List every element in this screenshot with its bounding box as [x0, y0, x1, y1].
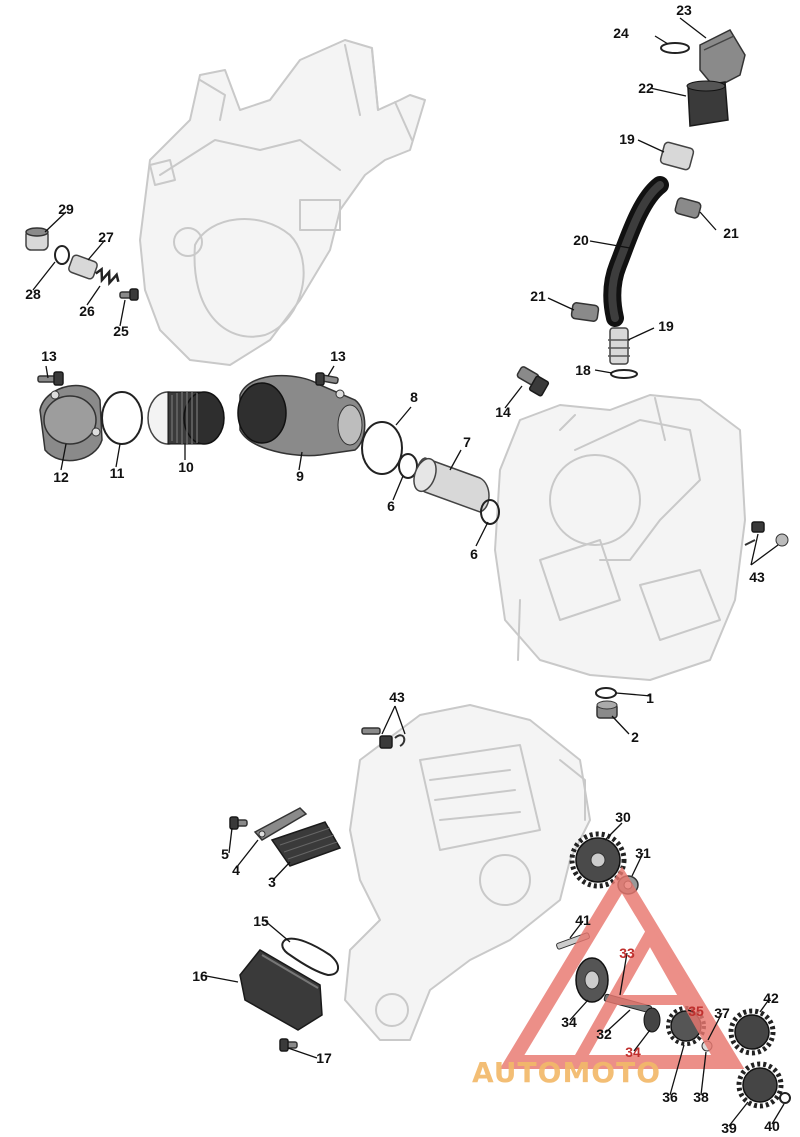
callout-21-right: 21: [723, 225, 739, 241]
gear-39: [736, 1061, 784, 1109]
callout-11: 11: [109, 465, 125, 481]
sensor-14: [516, 366, 550, 397]
o-ring-8: [361, 421, 403, 475]
callout-6-upper: 6: [387, 498, 395, 514]
upper-crankcase-ghost: [139, 39, 426, 366]
plug-screw-25: [119, 288, 139, 301]
hose-20: [603, 176, 669, 327]
tube-7: [413, 457, 490, 513]
callout-43-center: 43: [389, 689, 405, 705]
screw-13-left: [37, 371, 64, 386]
callout-18: 18: [575, 362, 591, 378]
callout-26: 26: [79, 303, 95, 319]
callout-34-lower: 34: [625, 1044, 641, 1060]
callout-31: 31: [635, 845, 651, 861]
gear-30: [569, 831, 627, 889]
callout-28: 28: [25, 286, 41, 302]
clip-43-right: [744, 521, 789, 547]
right-crankcase-ghost: [494, 394, 746, 681]
callout-19-lower: 19: [658, 318, 674, 334]
leader-lines: [32, 17, 785, 1127]
callout-2: 2: [631, 729, 639, 745]
callout-32: 32: [596, 1026, 612, 1042]
washer-40: [779, 1092, 791, 1104]
o-ring-11: [101, 391, 143, 445]
callout-14: 14: [495, 404, 511, 420]
watermark-logo: [499, 866, 745, 1069]
gear-42: [728, 1008, 776, 1056]
pump-rotor-34: [575, 957, 609, 1003]
callout-41: 41: [575, 912, 591, 928]
fitting-19-lower: [608, 327, 630, 365]
plug-29: [25, 227, 49, 251]
clamp-21-left: [570, 302, 600, 322]
callout-16: 16: [192, 968, 208, 984]
callout-10: 10: [178, 459, 194, 475]
gasket-1: [595, 687, 617, 699]
drain-plug-2: [596, 700, 618, 719]
callout-36: 36: [662, 1089, 678, 1105]
gasket-24: [660, 42, 690, 54]
o-ring-6-upper: [398, 453, 418, 479]
callout-27: 27: [98, 229, 114, 245]
callout-35: 35: [688, 1003, 704, 1019]
spring-26: [95, 266, 120, 286]
o-ring-6-lower: [480, 499, 500, 525]
callout-6-lower: 6: [470, 546, 478, 562]
cap-23: [699, 29, 746, 89]
screw-5: [229, 816, 248, 830]
rotor-34-inner: [643, 1007, 661, 1033]
callout-17: 17: [316, 1050, 332, 1066]
callout-33: 33: [619, 945, 635, 961]
callout-15: 15: [253, 913, 269, 929]
callout-24: 24: [613, 25, 629, 41]
callout-9: 9: [296, 468, 304, 484]
callout-30: 30: [615, 809, 631, 825]
callout-23: 23: [676, 2, 692, 18]
gasket-18: [610, 369, 638, 379]
callout-37: 37: [714, 1005, 730, 1021]
callout-19-upper: 19: [619, 131, 635, 147]
filter-housing-9: [237, 374, 366, 457]
lower-crankcase-ghost: [344, 704, 591, 1041]
valve-piston-27: [68, 254, 98, 280]
callout-20: 20: [573, 232, 589, 248]
callout-25: 25: [113, 323, 129, 339]
fitting-19-upper: [659, 141, 695, 171]
strainer-3: [270, 821, 342, 867]
callout-43-right: 43: [749, 569, 765, 585]
screw-13-right: [315, 372, 339, 386]
screw-17: [279, 1038, 298, 1052]
o-ring-28: [54, 245, 70, 265]
callout-8: 8: [410, 389, 418, 405]
oil-separator-22: [686, 80, 729, 127]
callout-5: 5: [221, 846, 229, 862]
filter-cover-12: [39, 384, 103, 462]
callout-3: 3: [268, 874, 276, 890]
callout-4: 4: [232, 862, 240, 878]
callout-21-left: 21: [530, 288, 546, 304]
callout-34-left: 34: [561, 1014, 577, 1030]
callout-7: 7: [463, 434, 471, 450]
callout-22: 22: [638, 80, 654, 96]
callout-42: 42: [763, 990, 779, 1006]
callout-29: 29: [58, 201, 74, 217]
callout-38: 38: [693, 1089, 709, 1105]
retainer-4: [253, 807, 308, 841]
callout-13-right: 13: [330, 348, 346, 364]
clamp-21-right: [674, 197, 702, 219]
callout-40: 40: [764, 1118, 780, 1134]
oil-filter-10: [147, 391, 225, 445]
callout-12: 12: [53, 469, 69, 485]
callout-39: 39: [721, 1120, 737, 1136]
callout-13-left: 13: [41, 348, 57, 364]
oil-pan-16: [239, 949, 323, 1031]
watermark-text: AUTOMOTO: [472, 1056, 662, 1089]
callout-1: 1: [646, 690, 654, 706]
clip-43-center: [361, 727, 406, 749]
gasket-15: [281, 937, 339, 977]
